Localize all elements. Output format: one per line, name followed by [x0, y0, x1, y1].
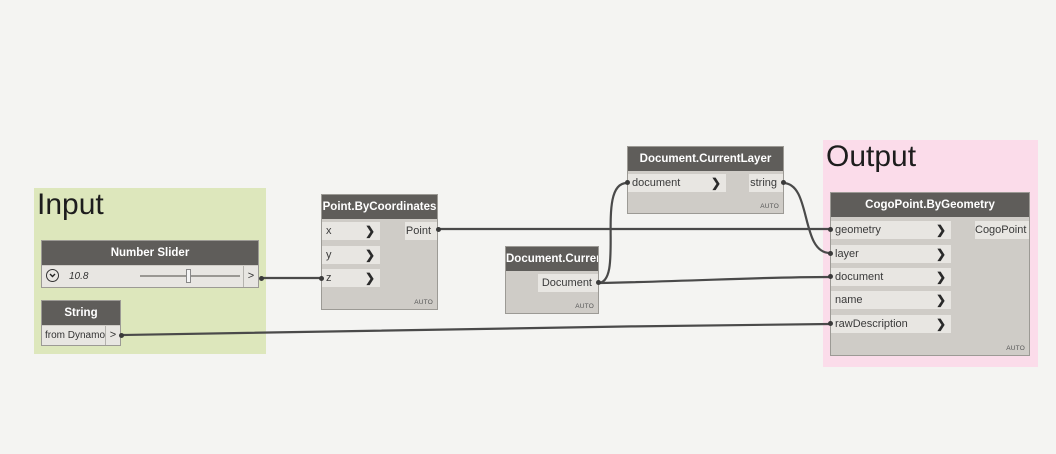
port-label: CogoPoint	[975, 224, 1027, 236]
wire-document-to-currentlayer	[597, 181, 628, 285]
lacing-label: AUTO	[760, 203, 779, 210]
port-label: name	[835, 294, 863, 306]
string-value[interactable]: from Dynamo	[42, 326, 106, 345]
string-out-dot[interactable]	[119, 333, 124, 338]
input-port-y[interactable]: y ❯	[322, 246, 380, 264]
chevron-right-icon: ❯	[935, 270, 946, 284]
chevron-right-icon: ❯	[935, 247, 946, 261]
point-out-dot[interactable]	[436, 227, 441, 232]
chevron-right-icon: ❯	[364, 248, 375, 262]
number-slider-body: 10.8	[42, 266, 244, 287]
layer-in-dot[interactable]	[828, 251, 833, 256]
port-label: layer	[835, 248, 859, 260]
output-chevron-icon: >	[109, 329, 117, 341]
string-value-text: from Dynamo	[45, 330, 106, 341]
input-port-document[interactable]: document ❯	[628, 174, 726, 192]
output-group-title: Output	[826, 140, 917, 173]
chevron-right-icon: ❯	[935, 293, 946, 307]
input-port-rawdescription[interactable]: rawDescription ❯	[831, 315, 951, 333]
port-label: geometry	[835, 224, 881, 236]
cogo-point-by-geometry-title: CogoPoint.ByGeometry	[831, 193, 1029, 217]
document-current-title: Document.Current	[506, 247, 598, 271]
document-current-layer-title: Document.CurrentLayer	[628, 147, 783, 171]
cogo-point-by-geometry-node[interactable]: CogoPoint.ByGeometry geometry ❯ layer ❯ …	[830, 192, 1030, 356]
rawdescription-in-dot[interactable]	[828, 321, 833, 326]
port-label: Document	[541, 277, 592, 289]
number-slider-out-dot[interactable]	[259, 276, 264, 281]
document-current-layer-node[interactable]: Document.CurrentLayer document ❯ string …	[627, 146, 784, 214]
slider-value[interactable]: 10.8	[69, 271, 89, 282]
lacing-label: AUTO	[575, 303, 594, 310]
chevron-right-icon: ❯	[935, 317, 946, 331]
port-label: rawDescription	[835, 318, 908, 330]
output-port-string[interactable]: string	[749, 174, 783, 192]
geometry-in-dot[interactable]	[828, 227, 833, 232]
string-node-title: String	[42, 301, 120, 325]
number-slider-output-port[interactable]: >	[243, 266, 258, 287]
wire-document-to-document	[597, 275, 831, 285]
lacing-label: AUTO	[1006, 345, 1025, 352]
chevron-right-icon: ❯	[364, 271, 375, 285]
document-current-node[interactable]: Document.Current Document AUTO	[505, 246, 599, 314]
slider-thumb[interactable]	[186, 269, 191, 283]
port-label: document	[835, 271, 884, 283]
output-port-document[interactable]: Document	[538, 274, 598, 292]
output-port-point[interactable]: Point	[405, 222, 437, 240]
string-output-port[interactable]: >	[105, 326, 120, 345]
number-slider-node[interactable]: Number Slider 10.8 >	[41, 240, 259, 288]
string-node[interactable]: String from Dynamo >	[41, 300, 121, 346]
port-label: z	[326, 272, 332, 284]
chevron-down-circle-icon[interactable]	[46, 269, 59, 282]
port-label: string	[750, 177, 777, 189]
port-label: document	[632, 177, 681, 189]
input-port-document[interactable]: document ❯	[831, 268, 951, 286]
chevron-right-icon: ❯	[935, 223, 946, 237]
input-port-name[interactable]: name ❯	[831, 291, 951, 309]
currentlayer-in-dot[interactable]	[625, 180, 630, 185]
port-label: x	[326, 225, 332, 237]
document-current-out-dot[interactable]	[596, 280, 601, 285]
port-label: y	[326, 249, 332, 261]
z-in-dot[interactable]	[319, 276, 324, 281]
input-port-layer[interactable]: layer ❯	[831, 245, 951, 263]
document-in-dot[interactable]	[828, 274, 833, 279]
output-port-cogopoint[interactable]: CogoPoint	[975, 221, 1029, 239]
input-port-x[interactable]: x ❯	[322, 222, 380, 240]
output-chevron-icon: >	[247, 270, 255, 282]
currentlayer-out-dot[interactable]	[781, 180, 786, 185]
chevron-right-icon: ❯	[364, 224, 375, 238]
input-port-z[interactable]: z ❯	[322, 269, 380, 287]
chevron-right-icon: ❯	[710, 176, 721, 190]
point-by-coordinates-node[interactable]: Point.ByCoordinates x ❯ y ❯ z ❯ Point AU…	[321, 194, 438, 310]
lacing-label: AUTO	[414, 299, 433, 306]
number-slider-title: Number Slider	[42, 241, 258, 265]
input-group-title: Input	[37, 188, 104, 221]
input-port-geometry[interactable]: geometry ❯	[831, 221, 951, 239]
point-by-coordinates-title: Point.ByCoordinates	[322, 195, 437, 219]
port-label: Point	[405, 225, 431, 237]
